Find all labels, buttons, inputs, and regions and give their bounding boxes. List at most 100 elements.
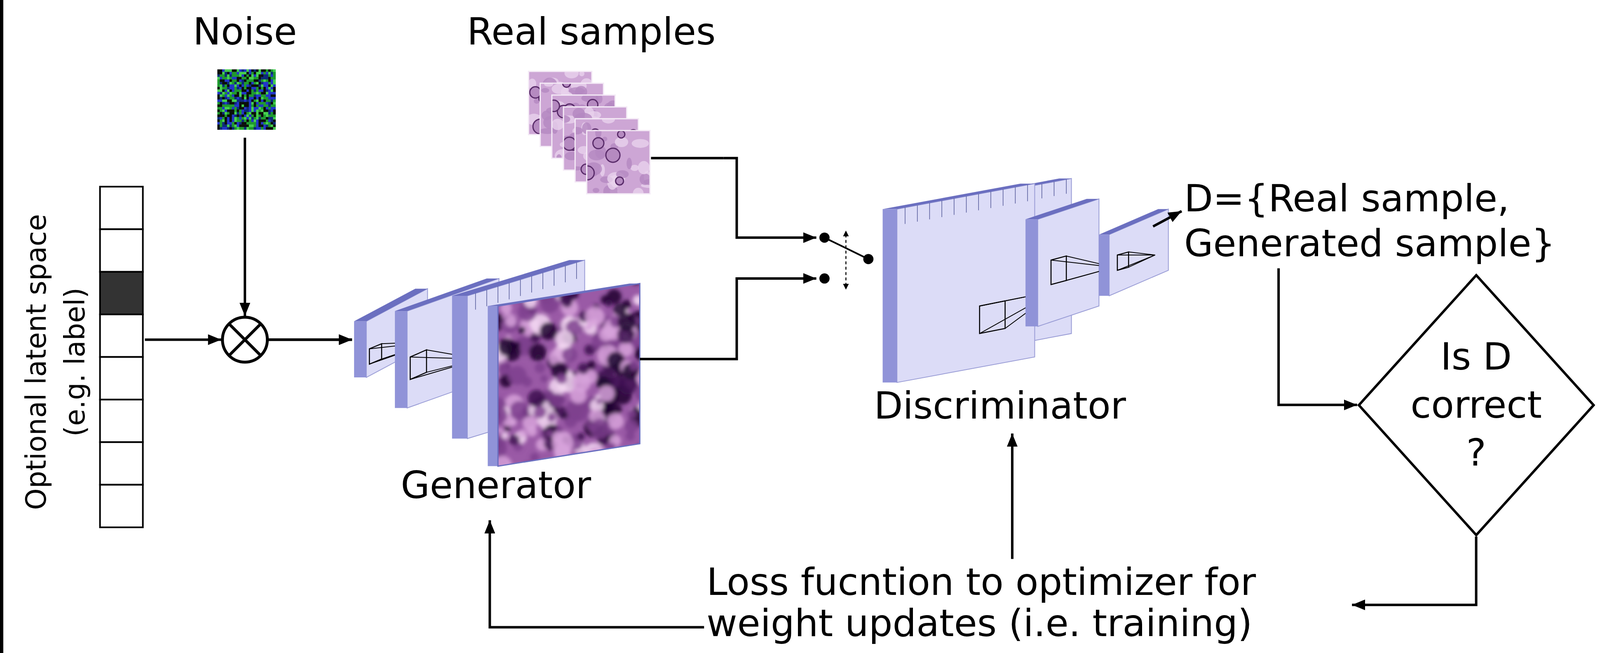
layer-top — [882, 183, 1035, 210]
texture-blob — [527, 389, 546, 408]
tissue-nucleus — [563, 137, 576, 151]
noise-pixel — [219, 82, 223, 85]
noise-pixel — [268, 74, 271, 78]
noise-pixel — [241, 114, 244, 118]
noise-pixel — [217, 104, 220, 108]
noise-pixel — [260, 126, 264, 130]
arrow-connector — [489, 520, 704, 628]
noise-pixel — [234, 112, 237, 115]
noise-pixel — [234, 107, 237, 111]
noise-pixel — [255, 89, 259, 93]
noise-pixel — [248, 107, 252, 111]
noise-pixel — [263, 124, 266, 128]
noise-pixel — [232, 107, 235, 111]
texture-blob — [533, 406, 547, 419]
noise-pixel — [239, 69, 242, 73]
noise-pixel — [243, 74, 247, 78]
noise-pixel — [241, 109, 244, 113]
noise-pixel — [246, 114, 249, 118]
noise-pixel — [236, 121, 240, 125]
layer-hatch — [929, 203, 931, 220]
texture-blob — [550, 393, 566, 409]
arrow-head — [208, 334, 222, 345]
layer-hatch — [553, 269, 555, 287]
noise-pixel — [222, 71, 225, 75]
node-label: Is D correct ? — [1402, 333, 1551, 477]
texture-blob — [540, 375, 548, 383]
noise-pixel — [270, 86, 274, 90]
tissue-blob — [592, 187, 600, 193]
noise-pixel — [217, 74, 220, 78]
noise-pixel — [258, 96, 261, 100]
texture-blob — [509, 434, 520, 446]
noise-pixel — [241, 119, 244, 123]
noise-pixel — [268, 77, 271, 80]
noise-pixel — [258, 119, 261, 123]
noise-pixel — [227, 119, 230, 123]
noise-pixel — [253, 104, 257, 108]
noise-pixel — [265, 77, 269, 80]
layer-side — [452, 295, 468, 439]
noise-pixel — [253, 74, 257, 78]
noise-pixel — [243, 114, 247, 118]
noise-pixel — [227, 69, 230, 73]
noise-pixel — [255, 99, 259, 103]
noise-pixel — [232, 126, 235, 130]
texture-blob — [623, 448, 642, 467]
noise-pixel — [273, 117, 276, 120]
noise-pixel — [251, 117, 254, 120]
noise-pixel — [239, 126, 242, 130]
noise-pixel — [273, 79, 276, 83]
noise-pixel — [248, 82, 252, 85]
noise-pixel — [253, 84, 257, 88]
noise-pixel — [224, 117, 228, 120]
noise-pixel — [273, 77, 276, 80]
noise-pixel — [246, 82, 249, 85]
noise-pixel — [246, 71, 249, 75]
discriminator-output: D={Real sample, Generated sample} — [1181, 173, 1570, 269]
noise-pixel — [236, 104, 240, 108]
tissue-blob — [579, 71, 585, 77]
noise-pixel — [273, 86, 276, 90]
noise-pixel — [219, 79, 223, 83]
noise-pixel — [217, 84, 220, 88]
noise-pixel — [268, 99, 271, 103]
noise-pixel — [273, 126, 276, 130]
noise-pixel — [236, 99, 240, 103]
noise-pixel — [263, 126, 266, 130]
layer-hatch — [576, 262, 578, 280]
multiply-cross — [229, 323, 261, 356]
layer-face — [896, 183, 1035, 383]
noise-pixel — [224, 99, 228, 103]
noise-pixel — [236, 84, 240, 88]
noise-pixel — [268, 117, 271, 120]
noise-pixel — [224, 91, 228, 95]
noise-pixel — [232, 77, 235, 80]
layer-hatch — [1041, 184, 1043, 199]
node-label: Real samples — [459, 10, 724, 54]
noise-pixel — [229, 114, 233, 118]
noise-pixel — [258, 94, 261, 98]
noise-pixel — [236, 119, 240, 123]
tissue-blob — [588, 149, 605, 161]
noise-pixel — [222, 96, 225, 100]
noise-pixel — [224, 126, 228, 130]
noise-pixel — [224, 104, 228, 108]
noise-pixel — [268, 112, 271, 115]
noise-pixel — [227, 79, 230, 83]
noise-pixel — [265, 109, 269, 113]
layer-hatch — [917, 205, 918, 222]
noise-pixel — [232, 69, 235, 73]
texture-blob — [619, 470, 626, 477]
noise-pixel — [241, 91, 244, 95]
noise-pixel — [248, 101, 252, 105]
noise-pixel — [239, 96, 242, 100]
noise-pixel — [224, 96, 228, 100]
noise-pixel — [246, 99, 249, 103]
texture-blob — [617, 312, 636, 332]
noise-pixel — [243, 109, 247, 113]
noise-pixel — [219, 119, 223, 123]
noise-pixel — [263, 84, 266, 88]
noise-pixel — [217, 117, 220, 120]
